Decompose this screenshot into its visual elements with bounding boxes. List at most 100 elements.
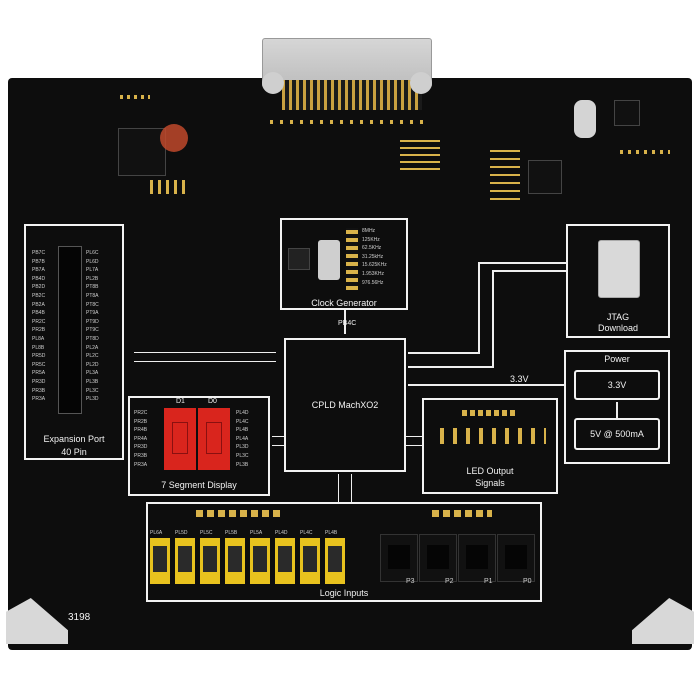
smd-pads-c xyxy=(490,150,520,200)
jtag-subtitle: Download xyxy=(597,323,639,333)
segment-pin-label: PL4A xyxy=(236,435,249,442)
logic-switch-label: PL5C xyxy=(200,530,213,536)
smd-pads-f xyxy=(150,180,186,194)
clock-frequency: 8MHz xyxy=(362,228,376,234)
segment-pin-label: PR3D xyxy=(134,444,148,451)
segment-pin-label: PR2B xyxy=(134,418,148,425)
expansion-pin-label: PT9A xyxy=(86,310,99,317)
logic-switch[interactable] xyxy=(325,538,345,584)
logic-button-label: P2 xyxy=(445,578,454,585)
digit-d1-label: D1 xyxy=(176,398,185,405)
cpld-led-arrow xyxy=(406,436,422,446)
jtag-title: JTAG xyxy=(606,312,630,322)
power-input-label: 5V @ 500mA xyxy=(590,429,644,439)
logic-switch[interactable] xyxy=(150,538,170,584)
logic-switch-label: PL4B xyxy=(325,530,338,536)
clock-chip xyxy=(288,248,310,270)
switch-knob xyxy=(253,546,267,572)
jtag-line-4 xyxy=(492,270,566,272)
jtag-line-1 xyxy=(478,262,566,264)
logic-switch[interactable] xyxy=(275,538,295,584)
digit-d0 xyxy=(198,408,230,470)
jtag-line-2 xyxy=(478,262,480,352)
led-output-title: LED Output xyxy=(466,466,514,476)
led-indicator xyxy=(160,124,188,152)
logic-switch-label: PL4C xyxy=(300,530,313,536)
digit-d0-label: D0 xyxy=(208,398,217,405)
expansion-pin-label: PT8D xyxy=(86,336,99,342)
ethernet-controller-chip xyxy=(118,128,166,176)
logic-push-button[interactable] xyxy=(458,534,496,582)
logic-push-button[interactable] xyxy=(380,534,418,582)
clock-frequency: 976.56Hz xyxy=(362,279,384,286)
expansion-pin-label: PB7C xyxy=(32,250,46,256)
segment-pin-label: PR3A xyxy=(134,461,148,468)
logic-button-label: P3 xyxy=(406,578,415,585)
expansion-pin-label: PL3A xyxy=(86,370,99,377)
logic-switch[interactable] xyxy=(200,538,220,584)
expansion-pin-label: PL3B xyxy=(86,379,99,385)
expansion-header xyxy=(58,246,82,414)
power-box xyxy=(564,350,670,464)
logic-switch[interactable] xyxy=(175,538,195,584)
logic-push-button[interactable] xyxy=(497,534,535,582)
expansion-pin-label: PL2B xyxy=(86,275,99,282)
logic-switch[interactable] xyxy=(300,538,320,584)
clock-to-cpld-line xyxy=(344,310,346,334)
led-output-subtitle: Signals xyxy=(475,478,505,488)
switch-knob xyxy=(328,546,342,572)
logic-to-cpld-arrow xyxy=(338,474,352,502)
expansion-pin-label: PT9C xyxy=(86,327,99,334)
board-serial: 3198 xyxy=(68,612,91,623)
expansion-port-title: Expansion Port xyxy=(43,434,105,444)
cpld-label: CPLD MachXO2 xyxy=(311,400,379,410)
expansion-pin-label: PR3B xyxy=(32,387,46,394)
expansion-pin-label: PT8B xyxy=(86,284,99,291)
expansion-pin-label: PR5D xyxy=(32,353,46,360)
segment-pin-label: PL3C xyxy=(236,453,249,459)
logic-switch-label: PL4D xyxy=(275,530,288,536)
expansion-pin-label: PR2C xyxy=(32,318,46,325)
expansion-port-box xyxy=(24,224,124,460)
expansion-pin-label: PR2B xyxy=(32,327,46,334)
segment-pin-label: PL3D xyxy=(236,444,249,451)
button-cap xyxy=(505,545,527,569)
clock-generator-box xyxy=(280,218,408,310)
logic-push-button[interactable] xyxy=(419,534,457,582)
segment-pin-label: PR2C xyxy=(134,410,148,416)
switch-knob xyxy=(178,546,192,572)
clock-signal-label: PB4C xyxy=(338,320,357,327)
jtag-line-5 xyxy=(492,270,494,366)
logic-switch[interactable] xyxy=(225,538,245,584)
segment-pin-label: PL4D xyxy=(236,410,249,416)
logic-switch-label: PL6A xyxy=(150,530,163,536)
expansion-pin-label: PL8A xyxy=(32,336,45,342)
connector-ear-right xyxy=(410,72,432,94)
clock-frequency: 31.25kHz xyxy=(362,253,384,260)
clock-frequency: 62.5KHz xyxy=(362,245,382,252)
expansion-pin-label: PL2D xyxy=(86,361,99,368)
power-to-cpld-line xyxy=(408,384,564,386)
jtag-connector xyxy=(598,240,640,298)
led-output-box xyxy=(422,398,558,494)
expansion-port-subtitle: 40 Pin xyxy=(61,447,87,457)
switch-knob xyxy=(303,546,317,572)
seven-segment-box xyxy=(128,396,270,496)
power-rail-label: 3.3V xyxy=(607,380,627,390)
power-input-5v: 5V @ 500mA xyxy=(574,418,660,450)
expansion-pin-label: PL3D xyxy=(86,396,99,403)
expansion-pin-label: PB4D xyxy=(32,275,46,282)
button-cap xyxy=(388,545,410,569)
expansion-pin-label: PL2C xyxy=(86,353,99,360)
expansion-pin-label: PB2D xyxy=(32,284,46,291)
switch-knob xyxy=(278,546,292,572)
clock-generator-title: Clock Generator xyxy=(311,298,377,308)
expansion-pin-label: PR3D xyxy=(32,379,46,385)
jtag-box xyxy=(566,224,670,338)
logic-switch[interactable] xyxy=(250,538,270,584)
expansion-pin-label: PB7B xyxy=(32,258,45,265)
clock-frequency: 125KHz xyxy=(362,236,380,243)
segment-pin-label: PR4A xyxy=(134,435,148,442)
